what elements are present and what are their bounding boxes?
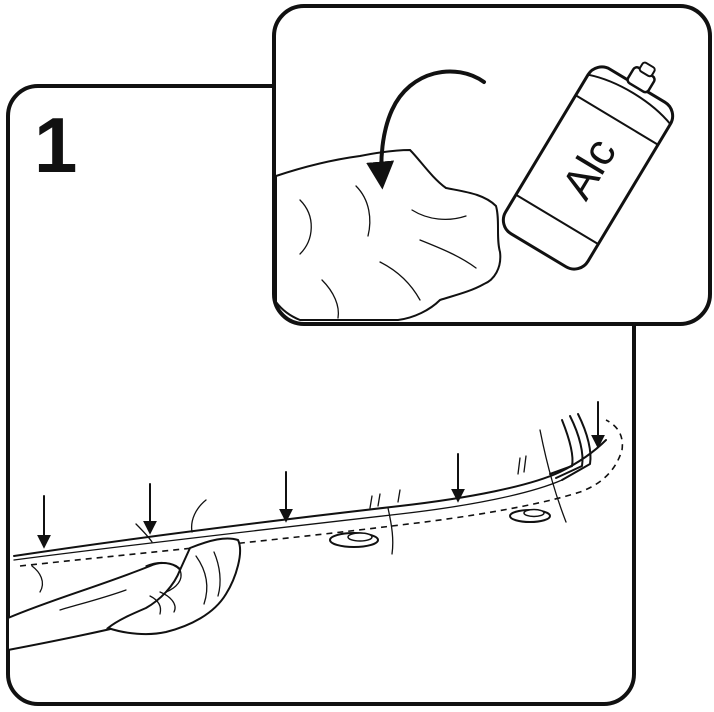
mounting-clip-left xyxy=(330,533,378,547)
step-number: 1 xyxy=(34,101,77,189)
mounting-clip-right xyxy=(510,510,550,523)
